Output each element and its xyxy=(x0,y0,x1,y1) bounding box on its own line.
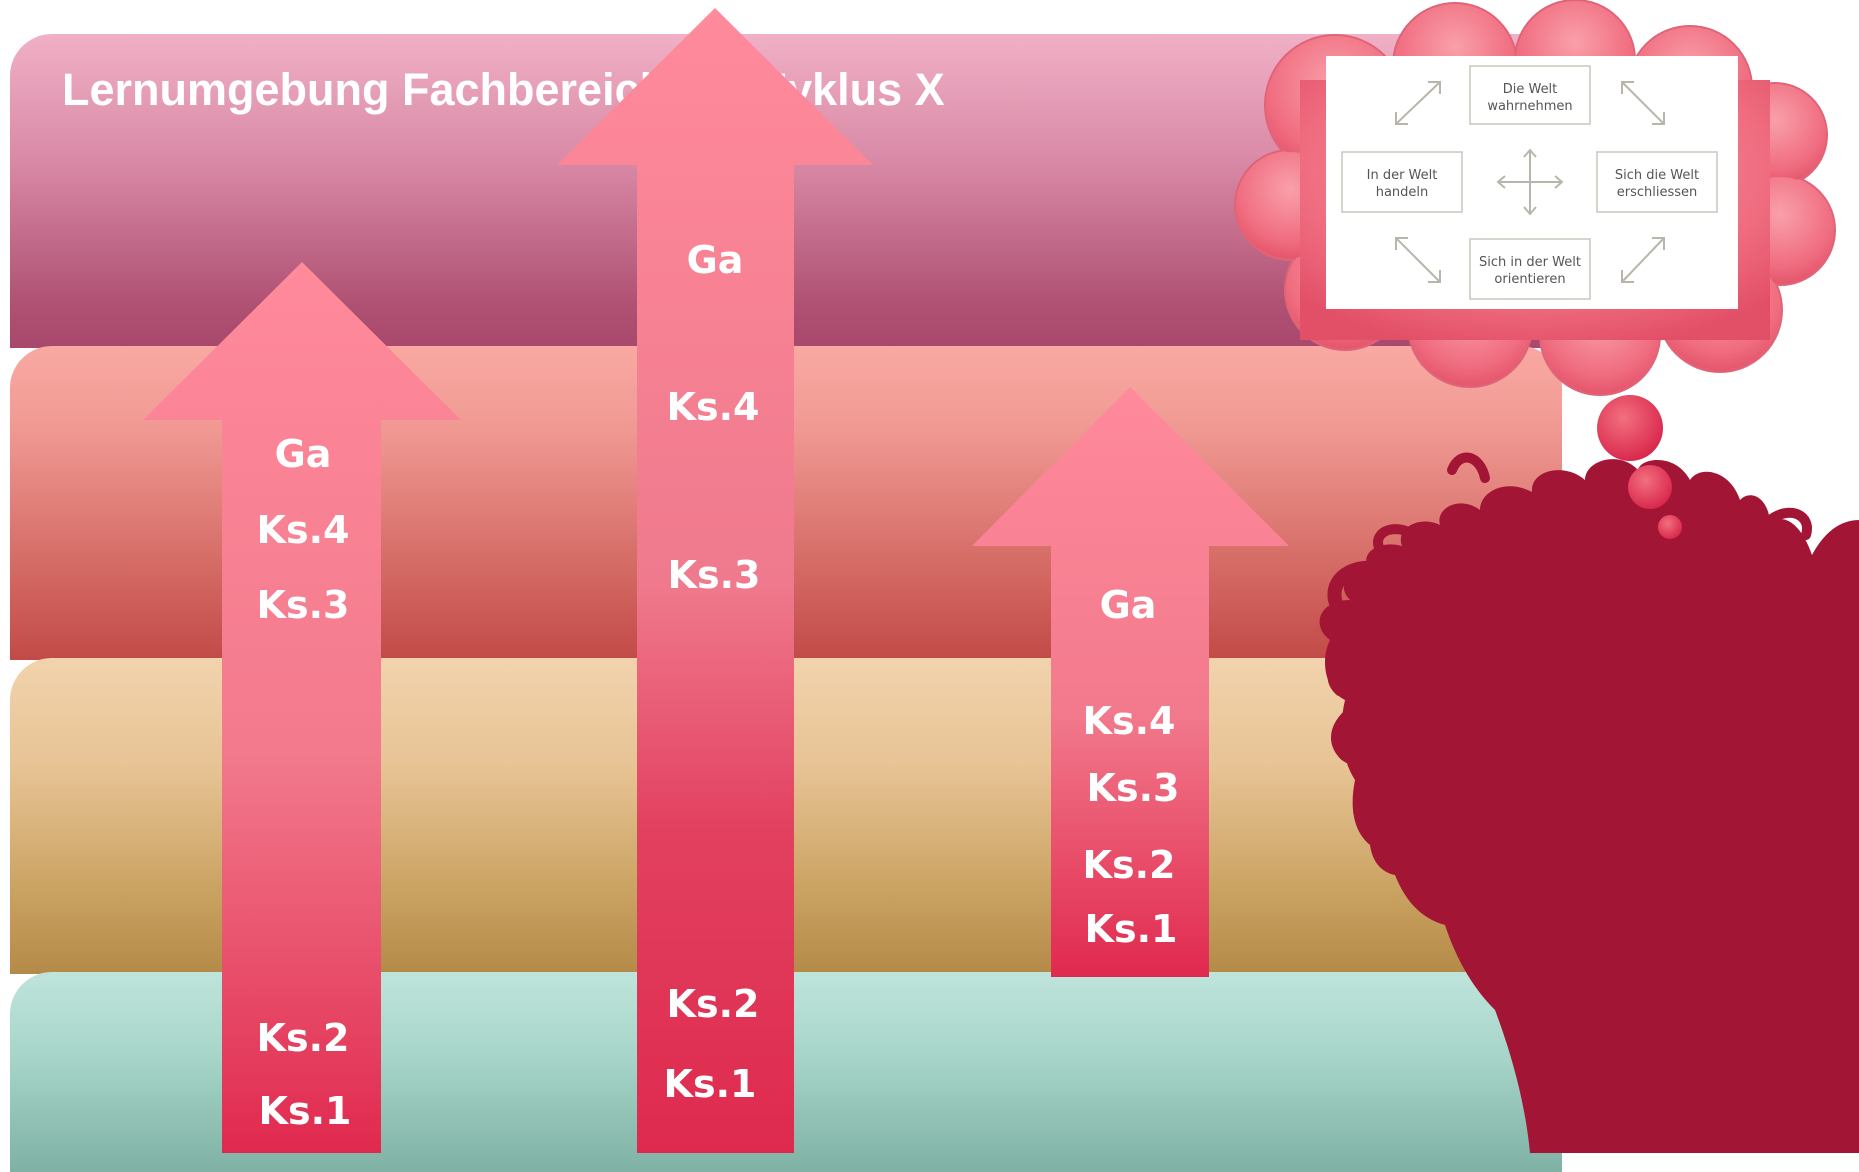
arrow-center: Ga Ks.4 Ks.3 Ks.2 Ks.1 xyxy=(557,8,873,1153)
box-bottom: Sich in der Welt orientieren xyxy=(1469,238,1591,300)
arrow-left-label-ks4: Ks.4 xyxy=(257,508,350,552)
diagonal-arrows-icon xyxy=(1395,81,1665,283)
arrow-left-label-ks1: Ks.1 xyxy=(259,1089,352,1133)
box-top: Die Welt wahrnehmen xyxy=(1469,65,1591,125)
arrow-right-label-ga: Ga xyxy=(1100,583,1157,627)
arrow-right-label-ks2: Ks.2 xyxy=(1083,843,1176,887)
box-left-line2: handeln xyxy=(1376,185,1429,200)
box-bottom-line1: Sich in der Welt xyxy=(1479,255,1581,270)
box-right-line2: erschliessen xyxy=(1617,185,1698,200)
arrow-center-label-ks2: Ks.2 xyxy=(667,982,760,1026)
box-right-line1: Sich die Welt xyxy=(1615,168,1699,183)
arrow-center-label-ga: Ga xyxy=(687,238,744,282)
arrow-center-label-ks4: Ks.4 xyxy=(667,385,760,429)
arrow-left: Ga Ks.4 Ks.3 Ks.2 Ks.1 xyxy=(143,262,461,1153)
thought-bubble: Die Welt wahrnehmen In der Welt handeln … xyxy=(1234,0,1836,396)
thought-dots xyxy=(1597,395,1682,539)
head-silhouette-icon xyxy=(1319,452,1859,1153)
box-bottom-line2: orientieren xyxy=(1494,272,1565,287)
arrow-right-label-ks4: Ks.4 xyxy=(1083,699,1176,743)
arrow-left-label-ks3: Ks.3 xyxy=(257,583,350,627)
box-right: Sich die Welt erschliessen xyxy=(1596,151,1718,213)
box-top-line2: wahrnehmen xyxy=(1487,99,1572,114)
arrow-center-label-ks3: Ks.3 xyxy=(668,553,761,597)
arrow-right-label-ks3: Ks.3 xyxy=(1087,766,1180,810)
arrow-right: Ga Ks.4 Ks.3 Ks.2 Ks.1 xyxy=(972,387,1289,977)
arrow-left-label-ga: Ga xyxy=(275,432,332,476)
box-left: In der Welt handeln xyxy=(1341,151,1463,213)
cross-arrows-icon xyxy=(1496,148,1564,216)
box-top-line1: Die Welt xyxy=(1503,82,1558,97)
arrow-left-label-ks2: Ks.2 xyxy=(257,1016,350,1060)
arrow-center-label-ks1: Ks.1 xyxy=(664,1062,757,1106)
arrow-right-label-ks1: Ks.1 xyxy=(1085,907,1178,951)
box-left-line1: In der Welt xyxy=(1367,168,1438,183)
